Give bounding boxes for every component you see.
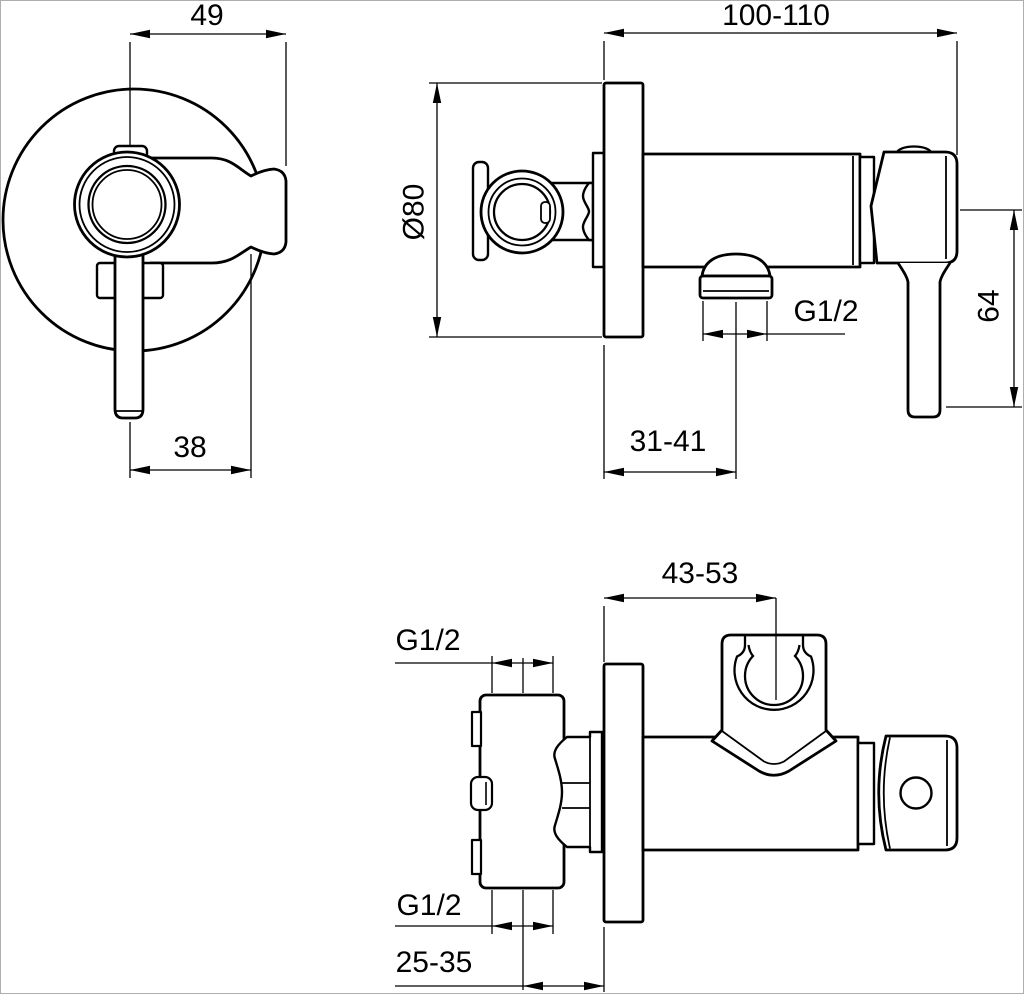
wall-flange-side bbox=[591, 151, 606, 269]
arrowhead-right bbox=[747, 329, 767, 339]
dim-side-body-length: 100-110 bbox=[603, 0, 958, 155]
arrowhead-right bbox=[231, 465, 251, 475]
arrowhead-right bbox=[937, 28, 957, 38]
supply-ring-mid bbox=[487, 177, 557, 247]
dim-front-holder-width: 49 bbox=[129, 0, 287, 166]
dim-g12-bottom-label: G1/2 bbox=[396, 889, 461, 922]
arrowhead-right bbox=[716, 467, 736, 477]
handle-hub-side bbox=[869, 150, 959, 265]
arrowhead-right bbox=[533, 921, 553, 931]
dim-top-holder-offset: 43-53 bbox=[603, 557, 777, 700]
fork-clip-inner bbox=[743, 644, 805, 707]
front-view: 49 38 bbox=[1, 0, 288, 478]
arrowhead-up bbox=[1009, 210, 1019, 230]
dim-38-label: 38 bbox=[173, 431, 206, 464]
handle-knob-core bbox=[91, 169, 163, 240]
handle-knob-inner bbox=[87, 164, 167, 245]
arrowhead-left bbox=[492, 658, 512, 668]
arrowhead-left bbox=[130, 465, 150, 475]
arrowhead-down bbox=[1009, 387, 1019, 407]
mixer-body-side bbox=[641, 152, 862, 269]
dim-25-35-label: 25-35 bbox=[396, 946, 473, 979]
dim-g12-top-label: G1/2 bbox=[395, 624, 460, 657]
arrowhead-down bbox=[432, 317, 442, 337]
dim-side-outlet-offset: 31-41 bbox=[603, 302, 737, 479]
dim-31-41-label: 31-41 bbox=[630, 425, 707, 458]
dim-43-53-label: 43-53 bbox=[662, 557, 739, 590]
outlet-dome bbox=[700, 252, 772, 278]
dim-49-label: 49 bbox=[190, 0, 223, 32]
outlet-block bbox=[698, 274, 774, 300]
dim-front-handle-offset: 38 bbox=[129, 254, 252, 478]
wall-plate-side bbox=[602, 81, 645, 339]
arrowhead-left bbox=[604, 467, 624, 477]
arrowhead-right bbox=[266, 29, 286, 39]
union-nut-top bbox=[553, 730, 604, 854]
arrowhead-right bbox=[533, 658, 553, 668]
arrowhead-left bbox=[604, 593, 624, 603]
fork-chamfer-line bbox=[721, 730, 827, 765]
handle-knob-outer bbox=[73, 150, 181, 259]
arrowhead-left bbox=[130, 29, 150, 39]
shower-holder bbox=[150, 156, 288, 265]
arrowhead-left bbox=[492, 921, 512, 931]
dim-top-inlet-offset: 25-35 bbox=[395, 927, 605, 992]
dim-side-lever-drop: 64 bbox=[946, 209, 1022, 408]
arrowhead-up bbox=[432, 83, 442, 103]
dim-64-label: 64 bbox=[973, 289, 1006, 322]
dim-bottom-inlet-thread: G1/2 bbox=[395, 889, 554, 990]
side-view: 100-110 Ø80 G1/2 31-41 bbox=[398, 0, 1022, 479]
lever-handle-front bbox=[113, 243, 145, 420]
dim-side-plate-diameter: Ø80 bbox=[398, 82, 602, 338]
inwall-tab-bottom bbox=[470, 838, 483, 876]
arrowhead-right bbox=[756, 593, 776, 603]
lever-axis-hole bbox=[899, 776, 933, 810]
dim-g12-side-label: G1/2 bbox=[793, 295, 858, 328]
fork-clip-outer bbox=[733, 636, 815, 711]
hub-bulge-line bbox=[882, 737, 891, 849]
dim-side-outlet-thread: G1/2 bbox=[702, 295, 859, 341]
inwall-plug bbox=[469, 775, 494, 812]
dim-100-110-label: 100-110 bbox=[722, 0, 830, 32]
inwall-tab-top bbox=[470, 710, 483, 748]
hub-neck-top bbox=[856, 741, 876, 846]
handle-knob-rim bbox=[78, 156, 176, 253]
dim-top-inlet-thread: G1/2 bbox=[395, 624, 554, 693]
union-nut-side bbox=[581, 181, 595, 242]
arrowhead-left bbox=[523, 981, 543, 991]
arrowhead-left bbox=[604, 28, 624, 38]
arrowhead-left bbox=[703, 329, 723, 339]
top-view: 43-53 G1/2 G1/2 25-35 bbox=[395, 557, 959, 992]
lever-handle-side bbox=[896, 262, 952, 419]
arrowhead-right bbox=[584, 981, 604, 991]
wall-plate-top bbox=[602, 662, 645, 924]
dim-diameter-80-label: Ø80 bbox=[398, 184, 431, 241]
ring-notch bbox=[540, 201, 551, 224]
